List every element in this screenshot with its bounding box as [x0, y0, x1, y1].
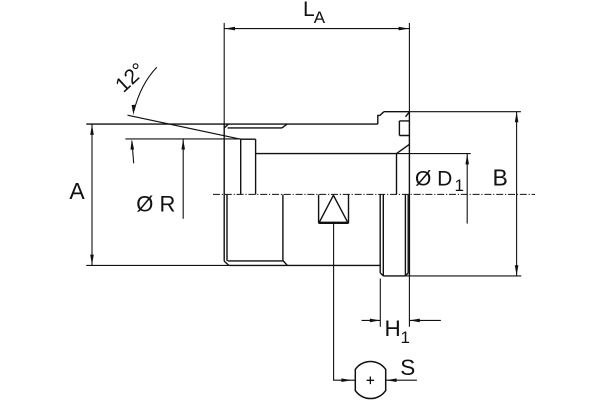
svg-text:S: S: [400, 355, 415, 380]
svg-text:L: L: [303, 0, 315, 21]
svg-text:Ø D: Ø D: [415, 168, 452, 191]
svg-text:1: 1: [401, 328, 410, 347]
svg-text:Ø R: Ø R: [136, 191, 175, 216]
svg-text:A: A: [69, 178, 85, 204]
svg-text:H: H: [385, 316, 401, 341]
svg-text:1: 1: [455, 176, 464, 195]
svg-text:A: A: [314, 8, 326, 27]
svg-text:B: B: [493, 164, 508, 190]
